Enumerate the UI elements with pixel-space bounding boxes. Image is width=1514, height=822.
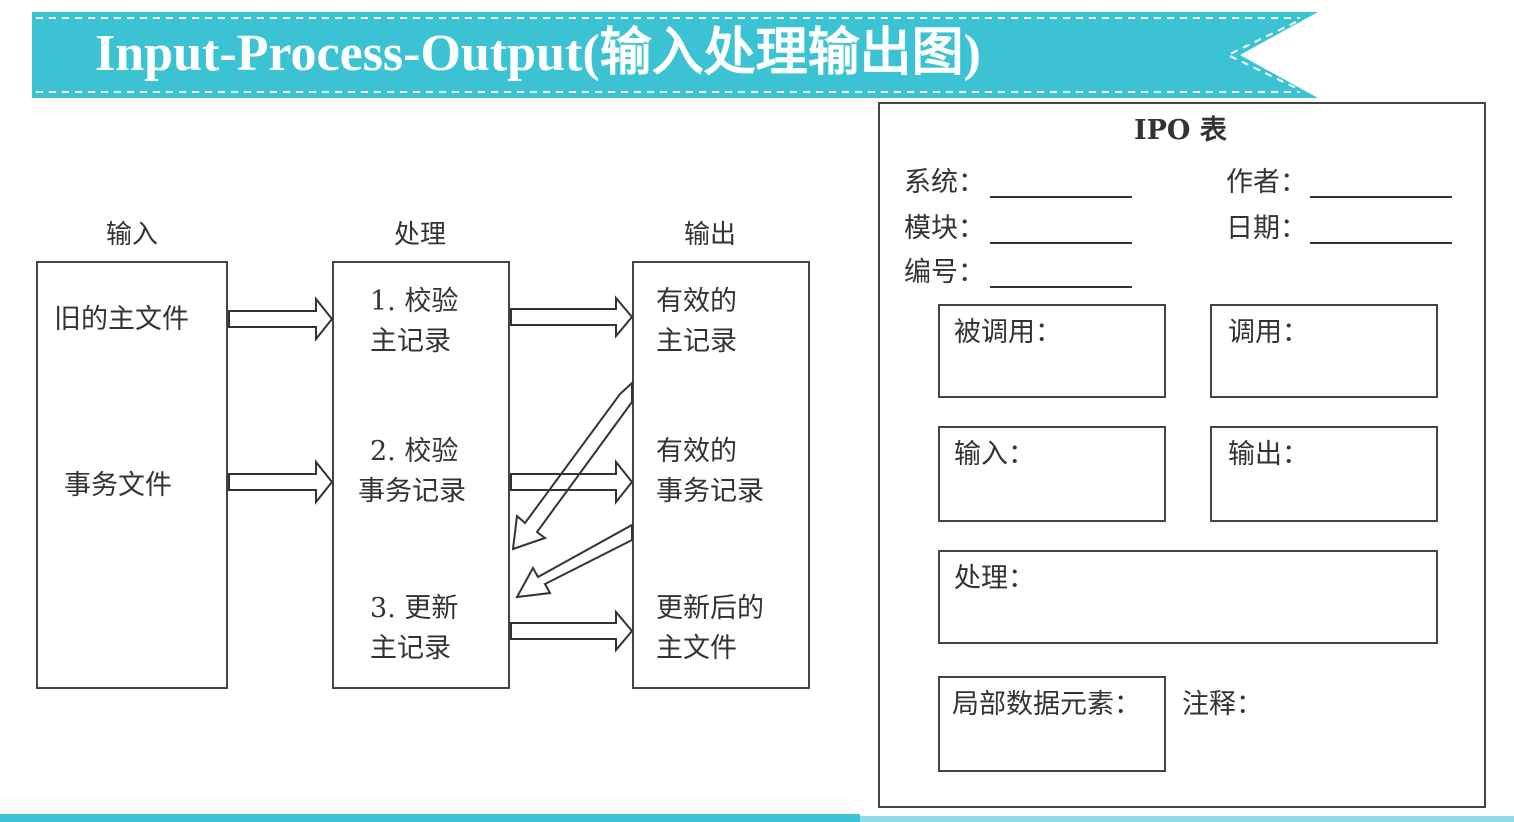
process-3-line-2: 主记录 (370, 633, 451, 664)
process-1-line-2: 主记录 (370, 326, 451, 357)
system-label: 系统： (904, 167, 985, 198)
output-2-line-2: 事务记录 (656, 476, 764, 507)
output-column-heading: 输出 (684, 220, 737, 250)
notes-label: 注释： (1182, 689, 1263, 720)
process-2-line-1: 2. 校验 (370, 436, 459, 467)
arrow-process-3-to-output-3 (510, 609, 634, 653)
arrow-process-2-to-output-2 (510, 459, 634, 505)
local-data-box: 局部数据元素： (938, 676, 1166, 772)
processing-label: 处理： (954, 563, 1035, 594)
input-box (36, 261, 228, 689)
bottom-accent-line-light (860, 816, 1514, 822)
arrow-output-1-to-process-2 (511, 380, 633, 551)
output-1-line-1: 有效的 (656, 286, 737, 317)
process-3-line-1: 3. 更新 (370, 593, 459, 624)
calls-label: 调用： (1228, 317, 1309, 348)
arrow-input-2-to-process-2 (228, 459, 334, 505)
input-item-old-master-file: 旧的主文件 (54, 304, 189, 335)
module-label: 模块： (904, 213, 985, 244)
date-label: 日期： (1226, 213, 1307, 244)
output-3-line-1: 更新后的 (656, 593, 764, 624)
called-by-label: 被调用： (954, 317, 1062, 348)
date-field-line (1310, 242, 1452, 244)
ipo-form: IPO 表 系统： 作者： 模块： 日期： 编号： 被调用： 调用： 输入： 输… (878, 102, 1486, 808)
module-field-line (990, 242, 1132, 244)
ipo-form-title: IPO 表 (1134, 115, 1227, 146)
output-3-line-2: 主文件 (656, 633, 737, 664)
input-label: 输入： (954, 439, 1035, 470)
output-label: 输出： (1228, 439, 1309, 470)
system-field-line (990, 196, 1132, 198)
output-box-form: 输出： (1210, 426, 1438, 522)
arrow-output-2-to-process-3 (515, 523, 633, 599)
output-2-line-1: 有效的 (656, 436, 737, 467)
title-banner (32, 12, 1318, 98)
process-1-line-1: 1. 校验 (370, 286, 459, 317)
called-by-box: 被调用： (938, 304, 1166, 398)
input-box-form: 输入： (938, 426, 1166, 522)
process-box (332, 261, 510, 689)
processing-box: 处理： (938, 550, 1438, 644)
number-label: 编号： (904, 257, 985, 288)
author-field-line (1310, 196, 1452, 198)
input-item-transaction-file: 事务文件 (64, 470, 172, 501)
bottom-accent-line (0, 814, 860, 822)
calls-box: 调用： (1210, 304, 1438, 398)
input-column-heading: 输入 (106, 220, 159, 250)
author-label: 作者： (1226, 167, 1307, 198)
output-1-line-2: 主记录 (656, 326, 737, 357)
flow-arrows (228, 295, 634, 653)
process-column-heading: 处理 (394, 220, 447, 250)
output-box (632, 261, 810, 689)
arrow-process-1-to-output-1 (510, 295, 634, 339)
process-2-line-2: 事务记录 (358, 476, 466, 507)
number-field-line (990, 286, 1132, 288)
page-title: Input-Process-Output(输入处理输出图) (95, 25, 981, 82)
local-data-label: 局部数据元素： (952, 689, 1141, 720)
arrow-input-1-to-process-1 (228, 296, 334, 342)
